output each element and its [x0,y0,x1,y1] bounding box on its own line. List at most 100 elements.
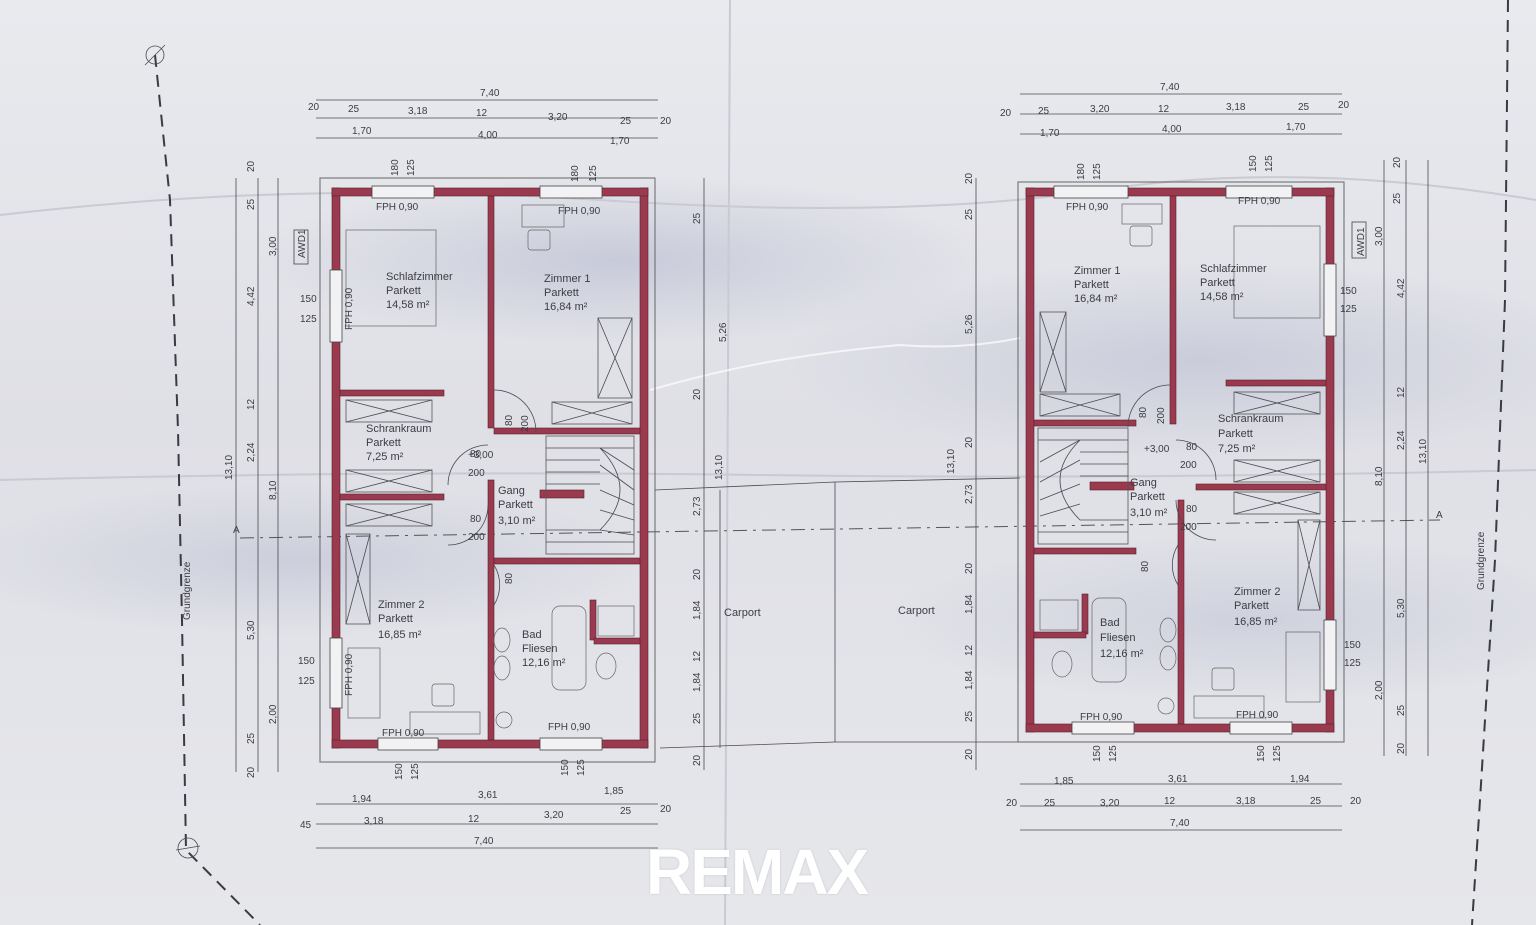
boundary-marker [145,45,165,65]
room-schlafzimmer: Schlafzimmer Parkett 14,58 m² [1200,263,1267,303]
dim-label: 13,10 [946,449,957,474]
dim-label: 2,24 [246,442,257,462]
dim-label: 2,00 [1374,680,1385,700]
desk [1121,203,1163,225]
door-dim: 80 [504,414,515,426]
dim-label: 25 [692,212,703,224]
room-zimmer-1: Zimmer 1 Parkett 16,84 m² [544,273,590,313]
svg-text:Parkett: Parkett [1074,279,1109,291]
awd-label: AWD1 [297,229,308,258]
window-dim: 180 [390,159,401,176]
dim-label: 25 [964,710,975,722]
window [329,637,343,709]
svg-text:Parkett: Parkett [366,437,401,449]
svg-text:Bad: Bad [1100,617,1120,629]
dim-label: 5,26 [718,322,729,342]
dim-label: 12 [692,650,703,662]
dim-label: 2,73 [692,496,703,516]
bathtub [551,605,587,691]
dim-label: 3,20 [544,810,564,821]
svg-text:12,16 m²: 12,16 m² [1100,648,1144,660]
window-label: FPH 0,90 [1236,710,1279,721]
bed [1233,225,1321,319]
paper-fold [0,176,1536,216]
svg-text:Parkett: Parkett [1234,600,1269,612]
shower [597,605,635,637]
dim-label: 25 [1044,798,1056,809]
dim-label: 3,20 [1100,798,1120,809]
section-line [239,519,1441,539]
dim-label: 25 [620,806,632,817]
dim-label: 20 [246,766,257,778]
desk [1193,695,1265,719]
dim-label: 20 [1396,742,1407,754]
window-dim: 150 [1256,745,1267,762]
window-dim: 125 [576,759,587,776]
window-label: FPH 0,90 [376,202,419,213]
section-mark-left: A [233,525,240,536]
window [1071,721,1135,735]
sink [493,627,511,653]
svg-text:Parkett: Parkett [1130,491,1165,503]
toilet [595,652,617,680]
dim-label: 1,84 [692,672,703,692]
dim-label: 25 [246,732,257,744]
window-dim: 150 [298,656,315,667]
dim-label: 1,85 [604,786,624,797]
window-dim: 125 [1092,163,1103,180]
desk [521,204,565,228]
svg-text:Schrankraum: Schrankraum [1218,413,1283,425]
dim-label: 25 [246,198,257,210]
door-dim: 200 [1156,407,1167,424]
door-dim: 80 [1186,504,1198,515]
door-dim: 200 [1180,460,1197,471]
dim-label: 20 [964,436,975,448]
dim-label: 3,18 [408,106,428,117]
svg-text:14,58 m²: 14,58 m² [1200,291,1244,303]
svg-text:3,10 m²: 3,10 m² [498,515,536,527]
window-dim: 125 [1108,745,1119,762]
dim-label: 4,00 [1162,124,1182,135]
window-dim: 150 [300,294,317,305]
dim-total-width: 7,40 [480,88,500,99]
wardrobe [1039,311,1321,611]
door-dim: 80 [470,449,482,460]
left-floor-plan: Schlafzimmer Parkett 14,58 m² Zimmer 1 P… [224,88,672,849]
dim-label: 8,10 [1374,466,1385,486]
svg-text:Schlafzimmer: Schlafzimmer [386,271,453,283]
room-zimmer-1: Zimmer 1 Parkett 16,84 m² [1074,265,1120,305]
chair [527,229,551,251]
svg-text:3,10 m²: 3,10 m² [1130,507,1168,519]
carport-label-right: Carport [898,605,935,617]
paper-crease [649,337,1021,391]
level-label: +3,00 [468,450,494,461]
dim-label: 12 [1396,386,1407,398]
dim-label: 25 [1396,704,1407,716]
svg-text:Parkett: Parkett [378,613,413,625]
sink [1159,617,1177,643]
dim-label: 3,18 [364,816,384,827]
staircase [1037,427,1129,545]
svg-text:Parkett: Parkett [1200,277,1235,289]
dim-label: 8,10 [268,480,279,500]
dim-label: 3,20 [1090,104,1110,115]
dim-label: 20 [660,116,672,127]
window-label: FPH 0,90 [344,653,355,696]
window-dim: 125 [1264,155,1275,172]
dim-label: 20 [1000,108,1012,119]
svg-text:Schrankraum: Schrankraum [366,423,431,435]
svg-text:16,84 m²: 16,84 m² [544,301,588,313]
dim-label: 3,00 [1374,226,1385,246]
dim-label: 4,42 [246,286,257,306]
carport-dimensions: 25 5,26 20 2,73 20 1,84 12 1,84 25 20 13… [692,172,977,770]
svg-text:Fliesen: Fliesen [522,643,557,655]
dim-label: 12 [964,644,975,656]
window [1053,185,1129,199]
dim-label: 12 [468,814,480,825]
dim-label: 1,84 [964,594,975,614]
window [329,269,343,343]
window-dim: 150 [1340,286,1357,297]
window-dim: 150 [1092,745,1103,762]
svg-text:Schlafzimmer: Schlafzimmer [1200,263,1267,275]
